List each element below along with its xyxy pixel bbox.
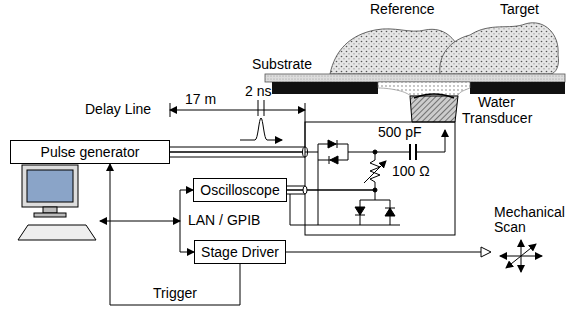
illustration-rect: [265, 74, 565, 82]
component-value: 100 Ω: [392, 164, 430, 179]
illustration-line: [445, 130, 446, 152]
part-label: Reference: [370, 2, 435, 17]
illustration-line: [375, 190, 376, 200]
illustration-path: [355, 207, 365, 215]
sample: [265, 23, 565, 122]
illustration-path: [18, 225, 96, 240]
illustration-line: [305, 152, 318, 153]
part-label: Transducer: [462, 111, 532, 126]
circuit: [285, 122, 455, 235]
illustration-path: [240, 118, 282, 140]
illustration-path: [330, 156, 338, 164]
illustration-ellipse: [303, 186, 307, 194]
illustration-line: [355, 215, 365, 216]
illustration-line: [290, 225, 318, 226]
illustration-line: [100, 221, 180, 222]
illustration-rect: [305, 122, 455, 235]
illustration-path: [370, 152, 380, 190]
part-label: Delay Line: [85, 102, 151, 117]
signal-label: Trigger: [151, 286, 199, 301]
stage-link: [285, 240, 542, 272]
illustration-line: [409, 144, 411, 160]
delay-line: [170, 100, 308, 157]
pulse-width-label: 2 ns: [245, 84, 271, 99]
illustration-rect: [43, 207, 57, 213]
box-text: Oscilloscope: [200, 182, 279, 198]
illustration-line: [285, 194, 305, 195]
illustration-line: [416, 152, 445, 153]
illustration-line: [360, 200, 390, 201]
illustration-line: [170, 103, 171, 117]
part-label: Substrate: [252, 57, 312, 72]
box-text: Stage Driver: [201, 244, 279, 260]
illustration-path: [414, 94, 454, 98]
illustration-line: [258, 100, 259, 116]
illustration-line: [170, 147, 305, 148]
illustration-rect: [22, 165, 78, 207]
illustration-rect: [27, 170, 73, 202]
box-text: Pulse generator: [41, 144, 140, 160]
illustration-line: [285, 189, 375, 191]
illustration-path: [378, 82, 470, 96]
motion-label: Mechanical Scan: [494, 205, 576, 235]
instrument-box: Pulse generator: [10, 140, 170, 164]
illustration-line: [364, 161, 386, 183]
illustration-line: [348, 152, 410, 153]
illustration-line: [290, 194, 291, 225]
computer-icon: [18, 165, 180, 240]
illustration-path: [385, 208, 395, 216]
illustration-line: [285, 252, 490, 253]
illustration-line: [318, 144, 319, 225]
instrument-box: Stage Driver: [194, 240, 286, 264]
illustration-line: [318, 225, 400, 226]
part-label: Target: [500, 2, 539, 17]
interface-label: LAN / GPIB: [188, 213, 260, 228]
instrument-box: Oscilloscope: [193, 178, 287, 202]
illustration-line: [506, 244, 536, 268]
illustration-line: [264, 100, 265, 116]
component-value: 500 pF: [378, 125, 422, 140]
illustration-rect: [34, 213, 66, 217]
dimension-label: 17 m: [185, 92, 216, 107]
illustration-line: [170, 110, 305, 111]
illustration-rect: [470, 82, 565, 94]
illustration-line: [337, 140, 338, 148]
illustration-path: [328, 140, 336, 148]
illustration-path: [440, 23, 559, 74]
illustration-path: [410, 96, 458, 122]
illustration-line: [329, 156, 330, 164]
illustration-rect: [272, 82, 378, 94]
illustration-line: [385, 208, 395, 209]
part-label: Water: [478, 95, 515, 110]
illustration-line: [170, 157, 305, 158]
illustration-line: [285, 186, 305, 187]
illustration-line: [170, 151, 305, 153]
